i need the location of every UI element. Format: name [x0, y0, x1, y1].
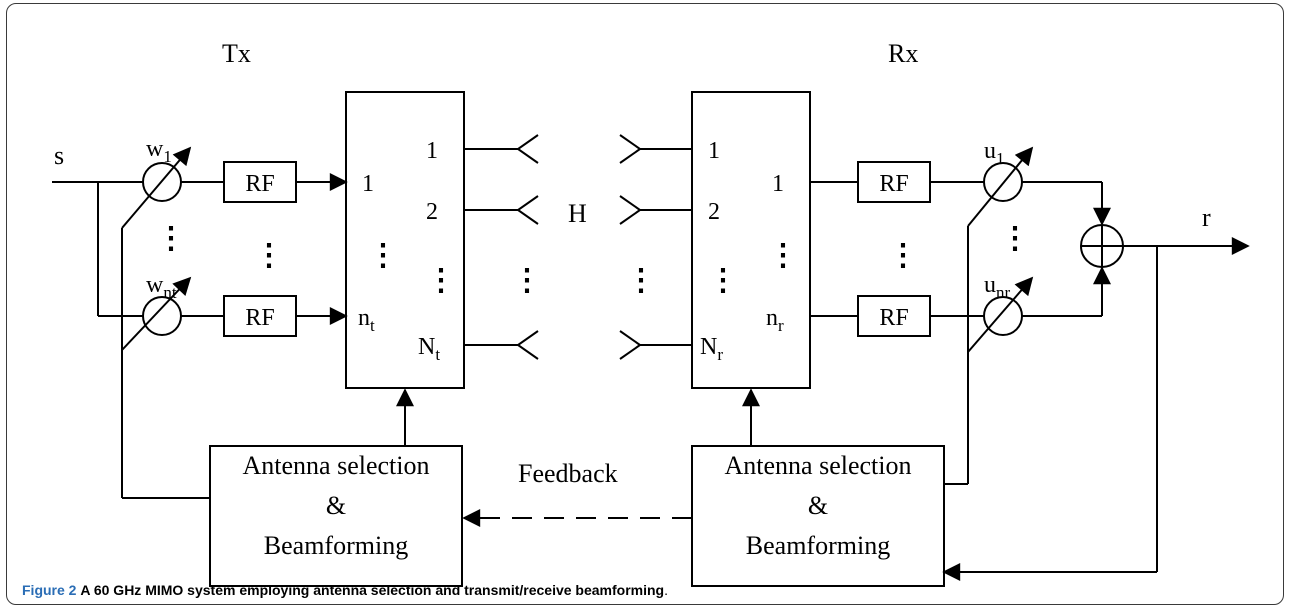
- rx-weight-label-1: u1: [984, 138, 1005, 168]
- rx-antenna-ellipsis: ⋮: [626, 264, 656, 297]
- input-signal-label: s: [54, 141, 64, 170]
- tx-antenna-n: [516, 330, 539, 360]
- tx-rf-ellipsis: ⋮: [254, 239, 284, 272]
- rx-switch-out-1: 1: [772, 171, 784, 197]
- tx-label: Tx: [222, 39, 251, 68]
- figure-label: Figure 2: [22, 582, 77, 598]
- figure-title: A 60 GHz MIMO system employing antenna s…: [80, 582, 665, 598]
- tx-control-line2: &: [326, 491, 346, 520]
- tx-antenna-ellipsis: ⋮: [512, 264, 542, 297]
- figure-caption: Figure 2 A 60 GHz MIMO system employing …: [22, 582, 668, 598]
- rx-rf-ellipsis: ⋮: [888, 239, 918, 272]
- tx-weight-label-n: wnt: [146, 272, 177, 302]
- tx-switch-out-2: 2: [426, 199, 438, 225]
- tx-switch-in-1: 1: [362, 171, 374, 197]
- rx-weight-arrow-1: [967, 146, 1034, 227]
- rx-switch-in-1: 1: [708, 138, 720, 164]
- rx-weight-arrow-n: [967, 276, 1034, 353]
- tx-antenna-1: [516, 134, 539, 164]
- rx-weight-label-n: unr: [984, 272, 1011, 302]
- rx-switch-in-2: 2: [708, 199, 720, 225]
- rx-control-line3: Beamforming: [746, 531, 890, 560]
- rx-switch-out-n: nr: [766, 305, 784, 335]
- rx-antenna-n: [619, 330, 642, 360]
- tx-antenna-2: [516, 195, 539, 225]
- output-signal-label: r: [1202, 203, 1211, 232]
- feedback-label: Feedback: [518, 459, 618, 488]
- rx-phase-shifter-n: [983, 296, 1023, 336]
- tx-weight-arrow-1: [121, 146, 192, 229]
- tx-control-block: [209, 445, 463, 587]
- tx-switch-out-ellipsis: ⋮: [426, 264, 456, 297]
- tx-switch-in-ellipsis: ⋮: [368, 239, 398, 272]
- rx-control-block: [691, 445, 945, 587]
- rx-label: Rx: [888, 39, 918, 68]
- channel-label: H: [568, 199, 587, 228]
- rx-control-line1: Antenna selection: [725, 451, 912, 480]
- tx-switch-in-n: nt: [358, 305, 375, 335]
- rx-rf-label-1: RF: [879, 171, 908, 197]
- tx-switch-out-1: 1: [426, 138, 438, 164]
- tx-weight-arrow-n: [121, 276, 192, 351]
- tx-control-line3: Beamforming: [264, 531, 408, 560]
- tx-weight-label-1: w1: [146, 136, 172, 166]
- rx-switch-in-ellipsis: ⋮: [708, 264, 738, 297]
- rx-antenna-1: [619, 134, 642, 164]
- tx-switch-out-n: Nt: [418, 334, 440, 364]
- caption-end: .: [664, 582, 668, 598]
- rx-switch-in-n: Nr: [700, 334, 723, 364]
- tx-weights-ellipsis: ⋮: [156, 222, 186, 255]
- rx-weights-ellipsis: ⋮: [1000, 222, 1030, 255]
- figure-frame: [6, 3, 1284, 605]
- rx-rf-label-n: RF: [879, 305, 908, 331]
- tx-control-line1: Antenna selection: [243, 451, 430, 480]
- tx-rf-label-1: RF: [245, 171, 274, 197]
- tx-switch-block: [345, 91, 465, 389]
- tx-phase-shifter-n: [142, 296, 182, 336]
- rx-control-line2: &: [808, 491, 828, 520]
- rx-switch-block: [691, 91, 811, 389]
- tx-rf-label-n: RF: [245, 305, 274, 331]
- rx-switch-out-ellipsis: ⋮: [768, 239, 798, 272]
- rx-antenna-2: [619, 195, 642, 225]
